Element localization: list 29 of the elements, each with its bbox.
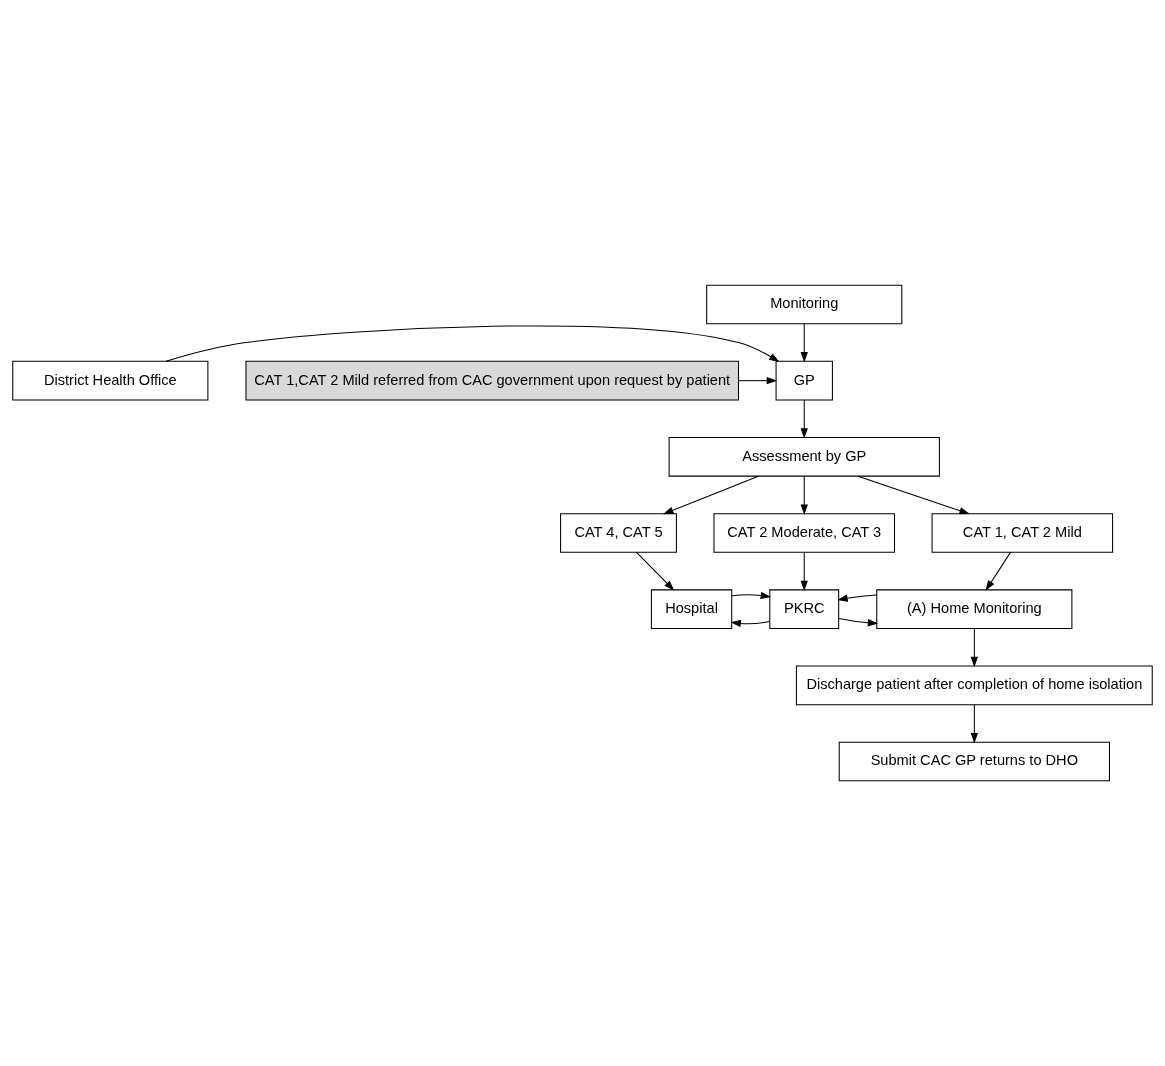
arrow	[800, 323, 808, 363]
node-box: (A) Home Monitoring	[876, 589, 1073, 629]
arrow	[663, 475, 759, 515]
node-box: Assessment by GP	[668, 437, 940, 477]
arrow	[985, 551, 1011, 591]
arrow	[857, 475, 970, 515]
node-box: Monitoring	[706, 284, 903, 325]
node-box: PKRC	[769, 589, 840, 629]
node-box: GP	[775, 360, 833, 401]
arrow	[738, 377, 778, 385]
node-box: District Health Office	[12, 360, 209, 401]
node-box: CAT 2 Moderate, CAT 3	[713, 513, 895, 553]
arrow	[730, 619, 771, 628]
node-box: Discharge patient after completion of home isolation	[795, 665, 1153, 706]
arrow	[800, 475, 808, 515]
node-box: CAT 1, CAT 2 Mild	[931, 513, 1114, 553]
arrow	[165, 325, 780, 363]
arrow	[837, 594, 878, 602]
arrow	[838, 618, 879, 627]
arrow	[970, 628, 978, 668]
arrow	[970, 704, 978, 744]
arrow	[800, 399, 808, 439]
arrow	[800, 551, 808, 592]
node-box: Submit CAC GP returns to DHO	[838, 741, 1110, 782]
arrow	[636, 551, 675, 591]
arrow	[731, 591, 772, 600]
node-box: Hospital	[650, 589, 733, 629]
node-box: CAT 1,CAT 2 Mild referred from CAC government upon request by patient	[245, 360, 739, 401]
node-box: CAT 4, CAT 5	[560, 513, 677, 553]
